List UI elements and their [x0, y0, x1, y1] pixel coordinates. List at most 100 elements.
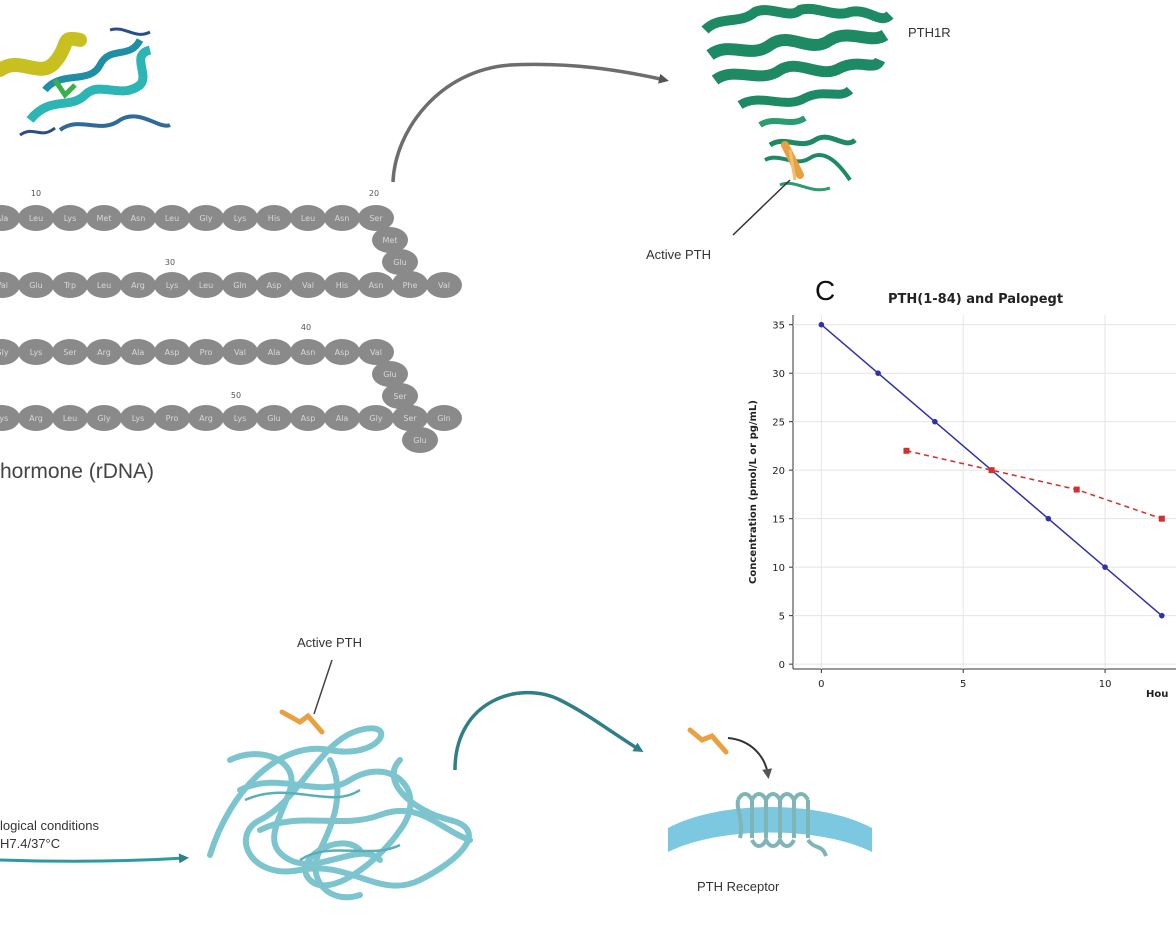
amino-acid-label: Arg — [29, 414, 43, 423]
amino-acid-bead — [290, 405, 326, 431]
series-2-point — [1073, 486, 1080, 493]
amino-acid-label: Lys — [30, 348, 43, 357]
y-tick-label: 0 — [779, 660, 785, 671]
amino-acid-label: His — [268, 214, 280, 223]
amino-acid-bead — [86, 205, 122, 231]
series-1-point — [1045, 515, 1052, 522]
amino-acid-label: Leu — [199, 281, 213, 290]
chart-title: PTH(1-84) and Palopegt — [888, 292, 1063, 307]
amino-acid-bead — [222, 339, 258, 365]
amino-acid-label: His — [336, 281, 348, 290]
flow-arrow-to-depot — [0, 853, 189, 864]
amino-acid-bead — [324, 405, 360, 431]
hormone-label: hormone (rDNA) — [0, 460, 155, 483]
amino-acid-bead — [222, 205, 258, 231]
amino-acid-label: Gly — [0, 348, 9, 357]
amino-acid-label: Glu — [393, 258, 407, 267]
residue-number: 10 — [31, 189, 41, 198]
amino-acid-bead — [154, 405, 190, 431]
amino-acid-bead — [188, 339, 224, 365]
amino-acid-label: Glu — [29, 281, 43, 290]
series-line-2 — [906, 450, 1163, 520]
amino-acid-label: Ala — [132, 348, 145, 357]
active-pth-pointer-line — [732, 179, 791, 236]
amino-acid-bead — [120, 405, 156, 431]
amino-acid-bead — [222, 272, 258, 298]
amino-acid-bead — [18, 405, 54, 431]
amino-acid-bead — [52, 205, 88, 231]
amino-acid-label: Lys — [0, 414, 8, 423]
series-2-point — [1158, 515, 1165, 522]
conditions-label-line2: H7.4/37°C — [0, 836, 61, 851]
flow-arrow-to-receptor — [391, 62, 669, 183]
amino-acid-label: Asp — [165, 348, 180, 357]
active-pth-fragment-icon — [279, 709, 325, 735]
amino-acid-label: Asn — [301, 348, 316, 357]
amino-acid-label: Gly — [199, 214, 212, 223]
amino-acid-bead — [120, 272, 156, 298]
amino-acid-label: Leu — [29, 214, 43, 223]
amino-acid-bead — [372, 361, 408, 387]
series-1-point — [818, 321, 825, 328]
amino-acid-label: Glu — [413, 436, 427, 445]
amino-acid-bead — [52, 272, 88, 298]
x-tick-label: 5 — [960, 679, 966, 690]
amino-acid-bead — [324, 205, 360, 231]
amino-acid-bead — [256, 339, 292, 365]
amino-acid-bead — [382, 383, 418, 409]
amino-acid-label: Gly — [97, 414, 110, 423]
amino-acid-bead — [86, 339, 122, 365]
amino-acid-bead — [120, 339, 156, 365]
amino-acid-label: Phe — [403, 281, 418, 290]
amino-acid-bead — [188, 405, 224, 431]
pth1r-receptor-structure-icon — [701, 3, 894, 192]
series-2-point — [903, 447, 910, 454]
amino-acid-label: Pro — [200, 348, 213, 357]
amino-acid-bead — [52, 339, 88, 365]
amino-acid-label: Ser — [403, 414, 417, 423]
amino-acid-label: Lys — [234, 214, 247, 223]
amino-acid-label: Val — [302, 281, 314, 290]
x-tick-label: 0 — [818, 679, 824, 690]
y-tick-label: 25 — [772, 418, 785, 429]
amino-acid-label: Asn — [369, 281, 384, 290]
pth1r-label: PTH1R — [908, 25, 951, 40]
amino-acid-label: Leu — [301, 214, 315, 223]
amino-acid-label: Trp — [63, 281, 76, 290]
amino-acid-label: Lys — [234, 414, 247, 423]
amino-acid-bead — [382, 249, 418, 275]
amino-acid-label: Ala — [0, 214, 8, 223]
amino-acid-bead — [290, 272, 326, 298]
flow-arrow-to-pth-receptor — [453, 691, 644, 771]
amino-acid-label: Gly — [369, 414, 382, 423]
amino-acid-label: Ala — [336, 414, 349, 423]
amino-acid-bead — [18, 272, 54, 298]
amino-acid-bead — [426, 272, 462, 298]
amino-acid-bead — [358, 405, 394, 431]
amino-acid-bead — [52, 405, 88, 431]
amino-acid-bead — [86, 405, 122, 431]
y-tick-label: 5 — [779, 612, 785, 623]
pth-receptor-label: PTH Receptor — [697, 879, 780, 894]
amino-acid-bead — [0, 205, 20, 231]
amino-acid-bead — [0, 272, 20, 298]
amino-acid-bead — [324, 339, 360, 365]
amino-acid-label: Met — [97, 214, 112, 223]
amino-acid-label: Gln — [437, 414, 451, 423]
amino-acid-bead — [402, 427, 438, 453]
amino-acid-bead — [324, 272, 360, 298]
y-tick-label: 15 — [772, 515, 785, 526]
amino-acid-label: Gln — [233, 281, 247, 290]
amino-acid-bead — [154, 339, 190, 365]
amino-acid-label: Leu — [63, 414, 77, 423]
amino-acid-label: Ser — [63, 348, 77, 357]
amino-acid-bead — [290, 339, 326, 365]
amino-acid-bead — [0, 405, 20, 431]
amino-acid-bead — [86, 272, 122, 298]
amino-acid-label: Arg — [97, 348, 111, 357]
amino-acid-bead — [290, 205, 326, 231]
amino-acid-bead — [392, 405, 428, 431]
amino-acid-label: Asp — [335, 348, 350, 357]
amino-acid-label: Asp — [301, 414, 316, 423]
amino-acid-bead — [222, 405, 258, 431]
